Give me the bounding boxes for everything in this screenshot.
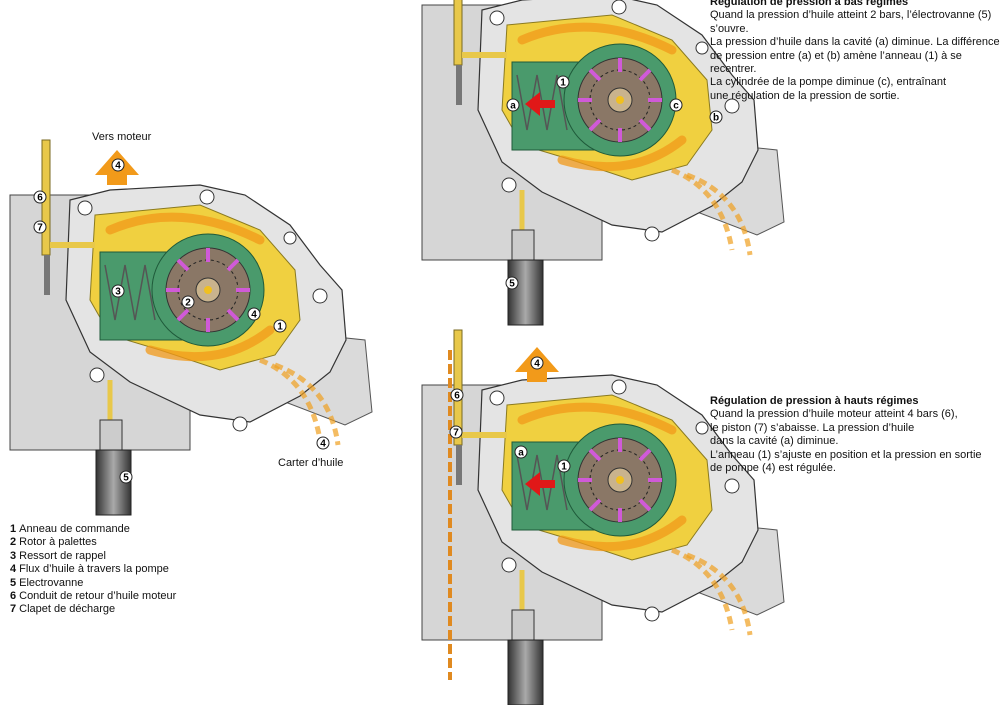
red-flow-arrows <box>525 92 555 496</box>
callouts-high-rpm: 4 6 7 a 1 <box>449 356 571 473</box>
svg-text:7: 7 <box>37 223 43 234</box>
svg-text:1: 1 <box>277 322 283 333</box>
svg-text:b: b <box>713 113 719 124</box>
note-line: Quand la pression d’huile moteur atteint… <box>710 408 958 421</box>
svg-text:1: 1 <box>561 462 567 473</box>
svg-text:5: 5 <box>509 279 515 290</box>
svg-text:4: 4 <box>251 310 257 321</box>
svg-text:4: 4 <box>320 439 326 450</box>
pump-diagram-high-rpm <box>422 330 784 705</box>
svg-text:2: 2 <box>185 298 191 309</box>
note-line: dans la cavité (a) diminue. <box>710 435 839 448</box>
svg-text:4: 4 <box>534 359 540 370</box>
note-line: La cylindrée de la pompe diminue (c), en… <box>710 76 947 89</box>
label-oil-sump: Carter d’huile <box>278 457 344 469</box>
svg-text:4: 4 <box>115 161 121 172</box>
note-high-rpm: Régulation de pression à hauts régimes Q… <box>710 395 982 475</box>
note-line: le piston (7) s’abaisse. La pression d’h… <box>710 421 915 434</box>
svg-text:1: 1 <box>560 78 566 89</box>
svg-text:6: 6 <box>37 193 43 204</box>
note-line: de pression entre (a) et (b) amène l’ann… <box>710 49 962 76</box>
svg-text:6: 6 <box>454 391 460 402</box>
label-to-engine: Vers moteur <box>92 131 152 143</box>
note-line: s’ouvre. <box>710 22 749 35</box>
note-line: une régulation de la pression de sortie. <box>710 89 900 102</box>
note-title: Régulation de pression à hauts régimes <box>710 395 919 407</box>
svg-text:3: 3 <box>115 287 121 298</box>
svg-text:a: a <box>518 448 524 459</box>
note-title: Régulation de pression à bas régimes <box>710 0 909 8</box>
callouts-low-rpm: 1 a c b 5 <box>505 75 723 290</box>
note-line: L’anneau (1) s’ajuste en position et la … <box>710 448 982 461</box>
svg-text:c: c <box>673 101 679 112</box>
svg-text:5: 5 <box>123 473 129 484</box>
callouts-main: 6 7 3 2 4 1 5 4 4 <box>33 158 330 484</box>
note-line: de pompe (4) est régulée. <box>710 462 836 475</box>
note-line: La pression d’huile dans la cavité (a) d… <box>710 36 1000 49</box>
note-low-rpm: Régulation de pression à bas régimes Qua… <box>710 0 1000 103</box>
svg-text:7: 7 <box>453 428 459 439</box>
note-line: Quand la pression d’huile atteint 2 bars… <box>710 9 992 22</box>
svg-text:a: a <box>510 101 516 112</box>
